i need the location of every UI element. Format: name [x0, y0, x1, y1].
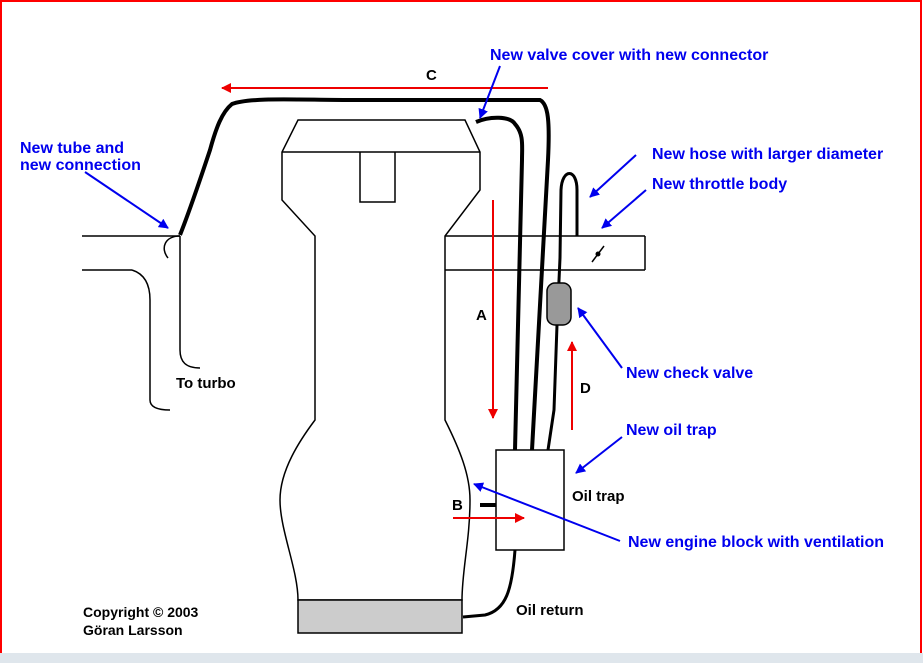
annotation-oil-trap: New oil trap [626, 422, 717, 439]
valve-cover-hose [475, 115, 525, 451]
label-to-turbo: To turbo [176, 375, 236, 392]
cam-cutout [359, 152, 396, 203]
pointer-throttle [601, 189, 647, 229]
annotation-valve-cover: New valve cover with new connector [490, 47, 768, 64]
flow-label-b: B [452, 497, 463, 514]
copyright-line2: Göran Larsson [83, 622, 183, 638]
pointer-engine-block [473, 482, 621, 542]
annotation-engine-block: New engine block with ventilation [628, 534, 884, 551]
pointer-hose [589, 154, 637, 198]
turbo-pipe-outer [149, 399, 171, 411]
pointer-valve-cover [478, 65, 501, 119]
annotation-hose: New hose with larger diameter [652, 146, 883, 163]
label-oil-return: Oil return [516, 602, 584, 619]
pointer-new-tube [84, 171, 169, 229]
engine-block [279, 119, 481, 601]
annotation-new-tube-line1: New tube and [20, 140, 124, 157]
annotation-throttle-body: New throttle body [652, 176, 787, 193]
annotation-new-tube-line2: new connection [20, 157, 141, 174]
throttle-pivot [595, 251, 601, 257]
flow-label-d: D [580, 380, 591, 397]
oil-return-hose [462, 549, 517, 619]
flow-label-a: A [476, 307, 487, 324]
bottom-strip [0, 653, 923, 663]
pointer-check-valve [577, 307, 623, 369]
label-oil-trap: Oil trap [572, 488, 625, 505]
flow-label-c: C [426, 67, 437, 84]
oil-pan [297, 599, 463, 634]
copyright-line1: Copyright © 2003 [83, 604, 199, 620]
turbo-pipe-end [179, 349, 201, 369]
annotation-check-valve: New check valve [626, 365, 753, 382]
check-valve [546, 282, 572, 326]
pointer-oil-trap [575, 436, 623, 474]
crankcase-vent-hose-c [178, 97, 551, 451]
oil-trap-box [495, 449, 565, 551]
